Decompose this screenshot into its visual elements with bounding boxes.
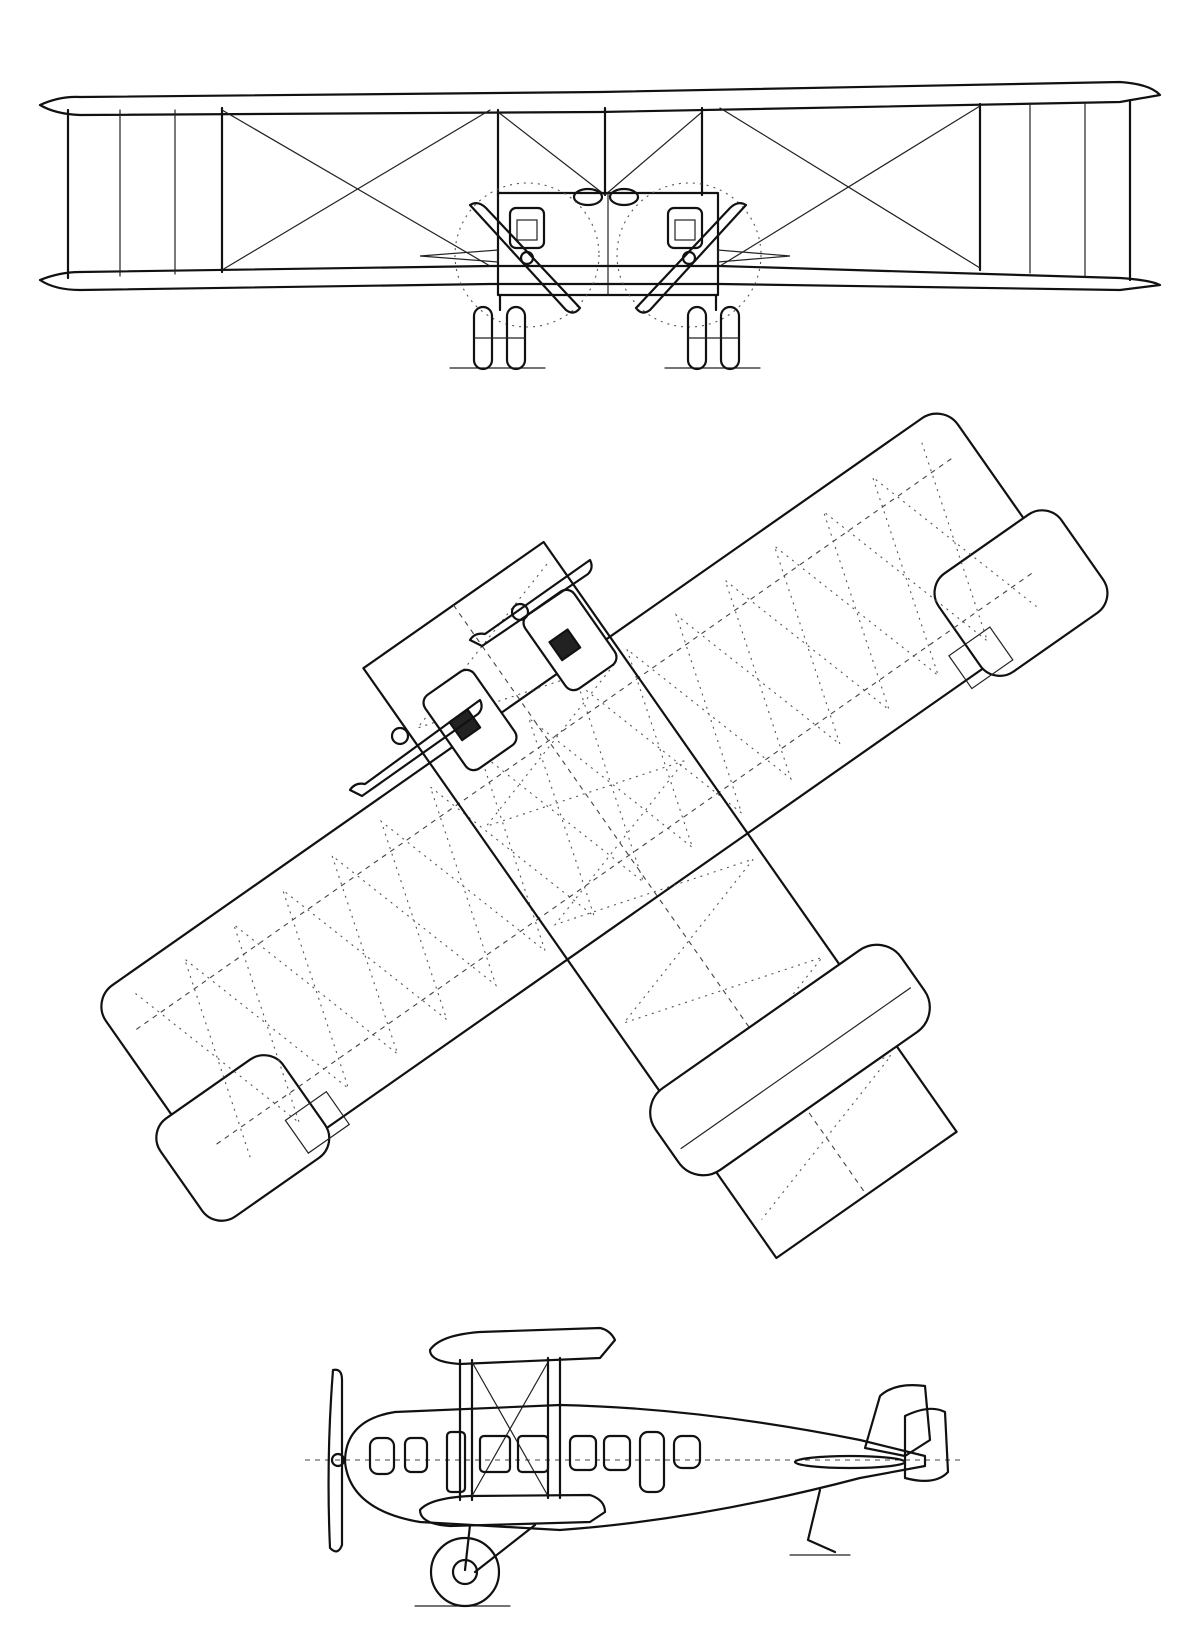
- side-window-3: [516, 1434, 550, 1474]
- front-cabane-wire-2: [604, 111, 703, 196]
- front-radiator-right: [666, 206, 704, 250]
- front-windscreen-right: [608, 187, 640, 207]
- plan-fuselage: [362, 540, 958, 1260]
- front-radiator-left-grill: [516, 219, 538, 241]
- plan-fuselage-lattice: [415, 563, 893, 1220]
- front-prop-hub-right: [681, 250, 697, 266]
- side-fuselage: [343, 1403, 927, 1532]
- front-wire-3: [719, 105, 981, 267]
- side-gear-strut-2: [473, 1523, 537, 1574]
- side-window-cockpit: [368, 1436, 396, 1476]
- plan-aileron-notch-left: [284, 1090, 351, 1154]
- front-radiator-left: [508, 206, 546, 250]
- plan-tailplane: [649, 943, 931, 1177]
- plan-prop-hub-left: [390, 726, 410, 746]
- side-tailplane: [793, 1454, 907, 1470]
- front-nacelle-right: [717, 249, 791, 263]
- front-wire-2: [221, 109, 491, 271]
- plan-wing-spar-front: [135, 455, 956, 1030]
- side-wheel: [429, 1536, 501, 1608]
- front-upper-wing: [38, 80, 1162, 117]
- plan-aileron-notch-right: [948, 626, 1014, 690]
- side-window-2: [478, 1434, 512, 1474]
- front-radiator-right-grill: [674, 219, 696, 241]
- side-window-5: [602, 1434, 632, 1472]
- side-wheel-hub: [451, 1558, 479, 1586]
- front-prop-blade-left: [468, 201, 582, 314]
- front-nacelle-left: [419, 249, 499, 263]
- side-window-6: [672, 1434, 702, 1470]
- side-view: [305, 1326, 960, 1608]
- plan-wing-lattice-2: [183, 475, 1037, 1158]
- side-wire-2: [471, 1361, 549, 1497]
- front-prop-hub-left: [519, 250, 535, 266]
- plan-tailplane-hinge: [680, 987, 912, 1150]
- front-prop-blade-right: [634, 201, 748, 314]
- plan-view: [100, 412, 1109, 1260]
- side-propeller: [327, 1368, 344, 1553]
- side-prop-hub: [330, 1452, 346, 1468]
- front-prop-disc-left: [454, 182, 600, 328]
- side-gear-strut-1: [463, 1523, 472, 1572]
- side-rudder: [903, 1407, 950, 1483]
- front-windscreen-left: [572, 187, 604, 207]
- side-window-1: [403, 1436, 429, 1474]
- side-door: [445, 1430, 467, 1494]
- plan-prop-hub-right: [510, 602, 530, 622]
- plan-main-wing: [100, 412, 1072, 1188]
- side-upper-wing: [428, 1326, 617, 1366]
- side-window-4: [568, 1434, 598, 1472]
- front-wire-4: [719, 107, 981, 269]
- side-tail-skid: [806, 1488, 837, 1554]
- plan-wing-spar-rear: [216, 570, 1037, 1145]
- front-wire-1: [221, 109, 491, 267]
- plan-aileron-right: [933, 509, 1109, 677]
- front-cabane-wire-1: [497, 111, 606, 196]
- front-lower-wing: [38, 264, 1162, 292]
- front-view: [38, 80, 1162, 371]
- side-fin: [863, 1384, 932, 1458]
- plan-wing-lattice: [135, 442, 989, 1125]
- plan-radiator-right: [548, 628, 582, 662]
- plan-prop-left: [348, 698, 483, 798]
- plan-aileron-left: [155, 1054, 331, 1222]
- plan-prop-right: [468, 558, 593, 648]
- side-lower-wing: [418, 1493, 607, 1528]
- side-cabin-door: [638, 1430, 666, 1494]
